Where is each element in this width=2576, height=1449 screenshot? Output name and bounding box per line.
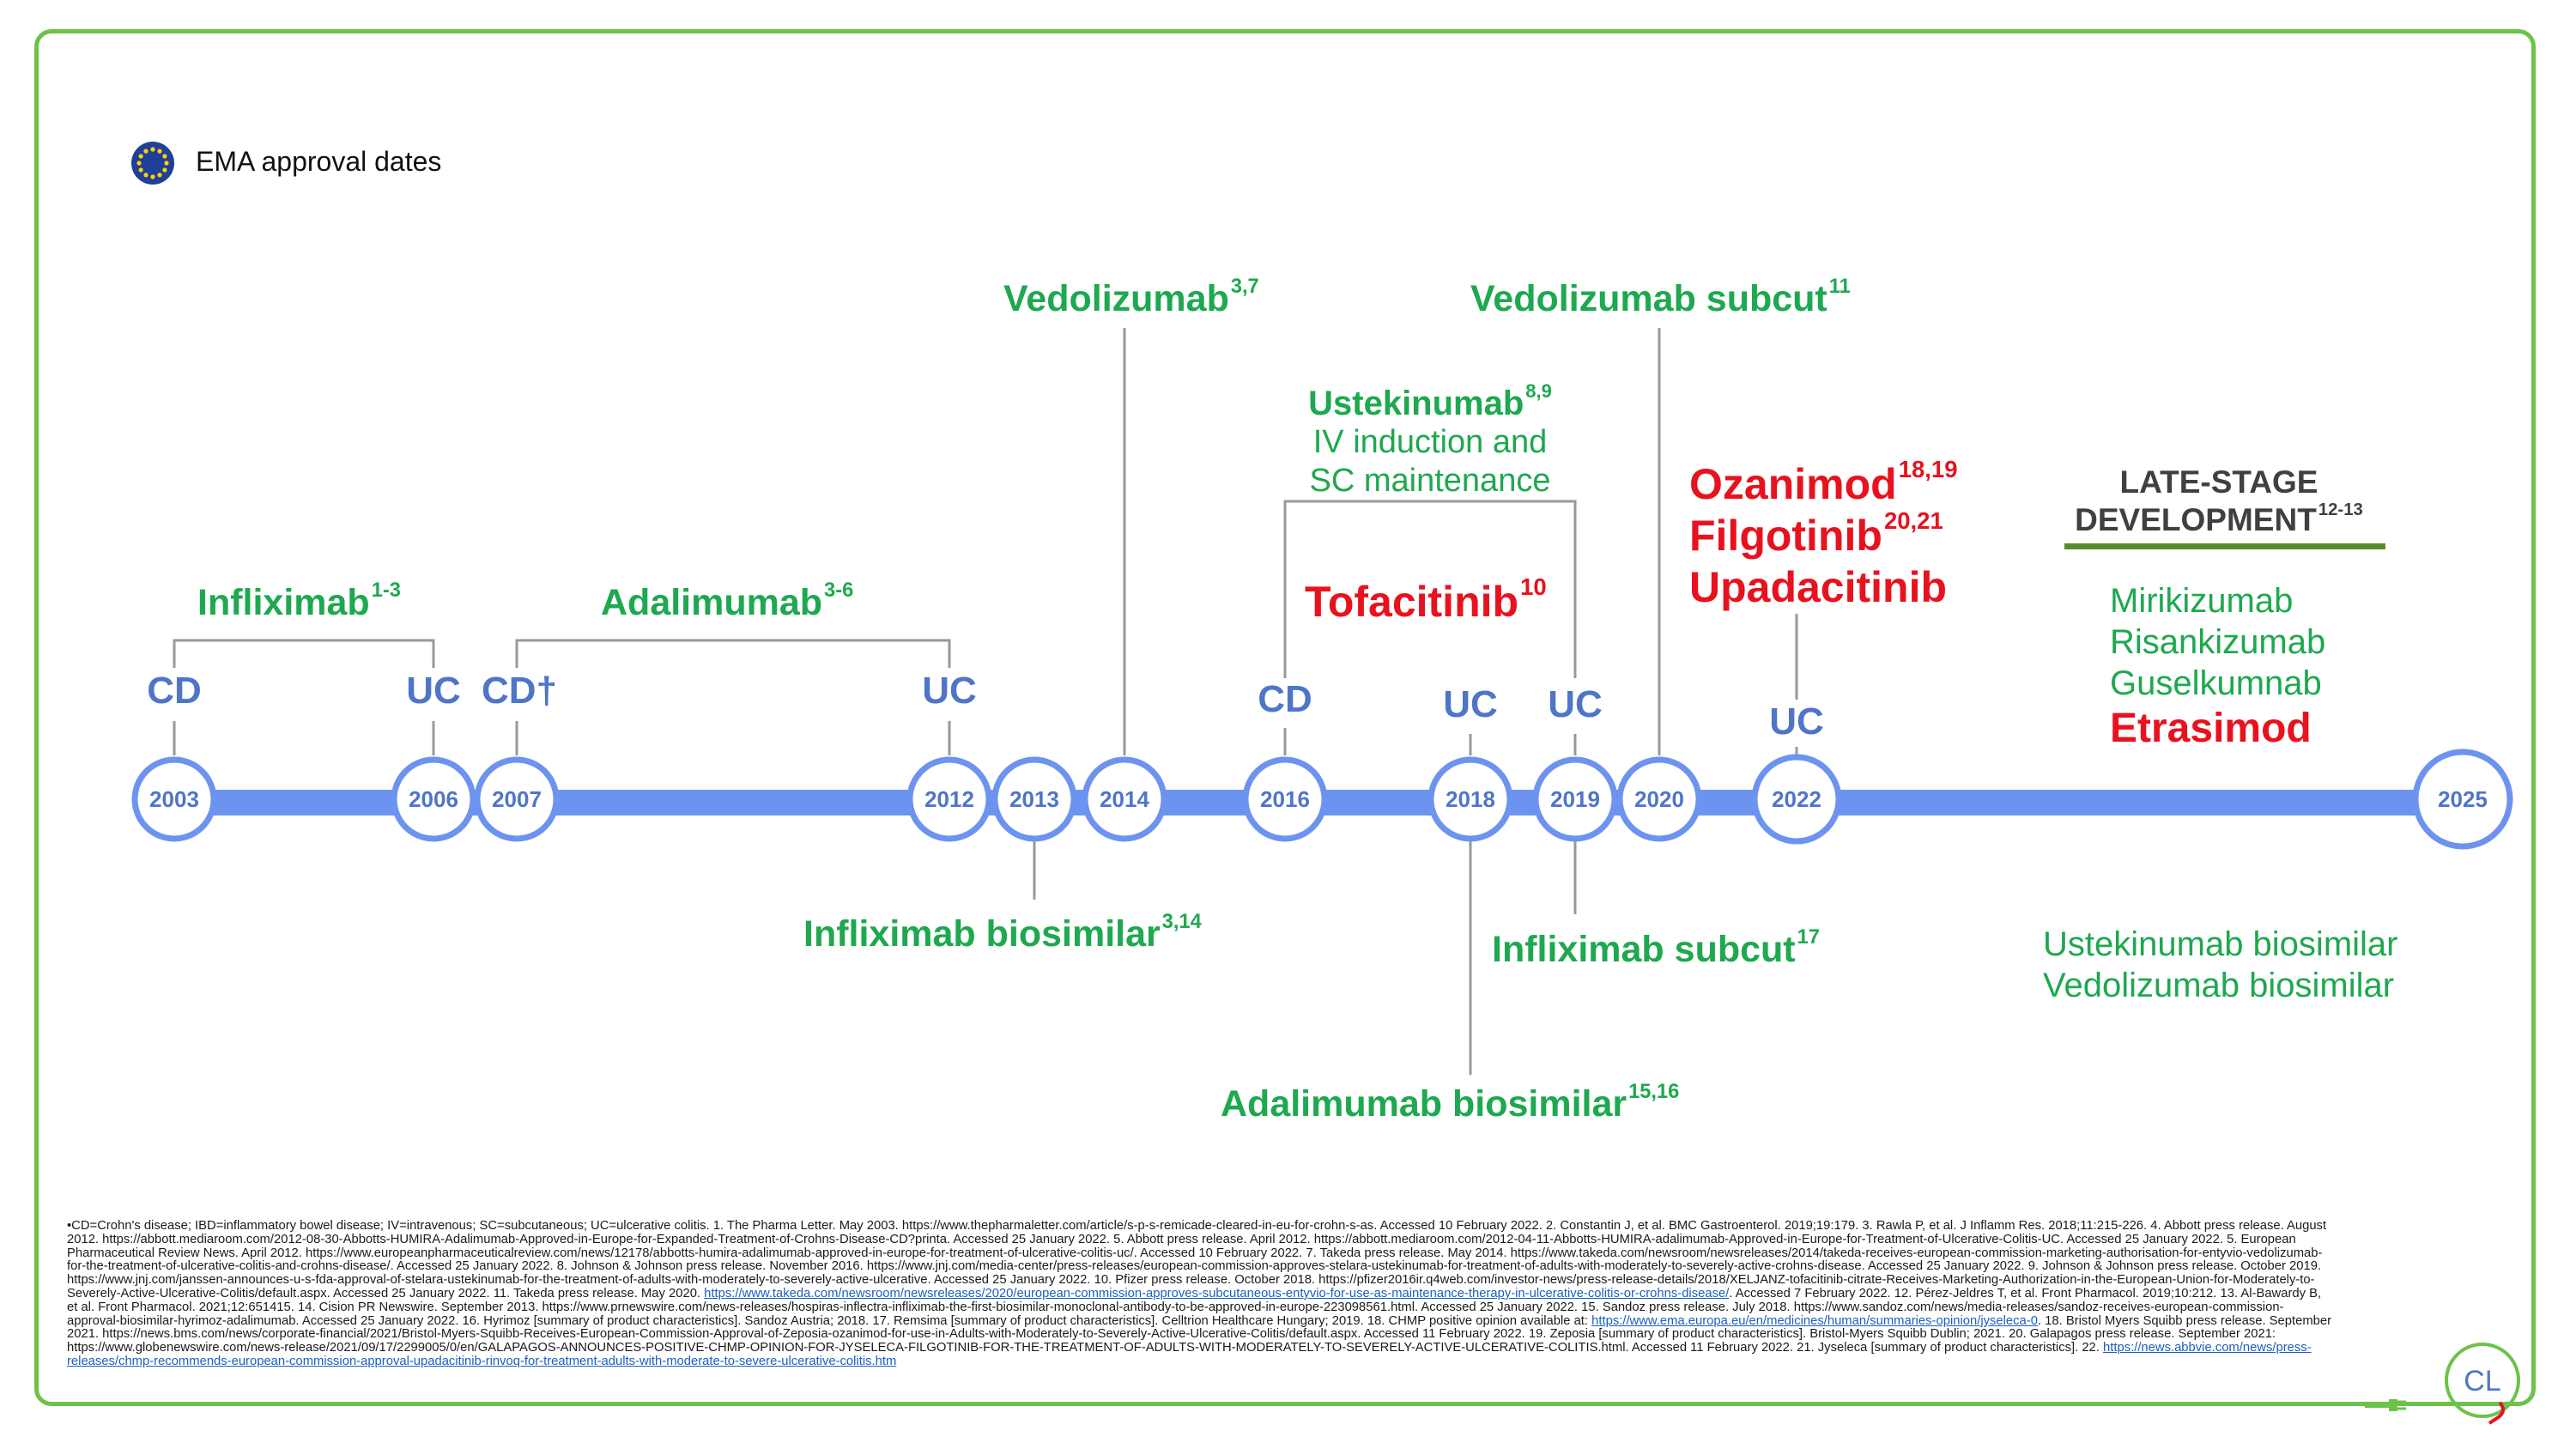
cl-logo-icon: CL (2445, 1343, 2520, 1425)
references: •CD=Crohn's disease; IBD=inflammatory bo… (67, 1219, 2332, 1368)
reference-link[interactable]: https://news.abbvie.com/news/press-relea… (67, 1341, 2312, 1368)
year-circle (131, 756, 217, 842)
late-stage-list: Mirikizumab Risankizumab Guselkumnab Etr… (2110, 580, 2325, 754)
year-circle (2412, 749, 2513, 850)
year-label: 2012 (924, 786, 974, 812)
year-circle (391, 756, 476, 842)
indication-2019-uc: UC (1548, 683, 1603, 725)
year-label: 2006 (409, 786, 458, 812)
year-label: 2018 (1446, 786, 1495, 812)
year-circle (1532, 756, 1618, 842)
biosimilar-item: Ustekinumab biosimilar (2043, 925, 2398, 963)
connector-lines (173, 328, 1798, 1075)
indication-2012-uc: UC (922, 670, 977, 712)
year-label: 2019 (1550, 786, 1600, 812)
late-stage-item: Risankizumab (2110, 623, 2326, 661)
year-circle (1242, 756, 1328, 842)
label-adalimumab-biosimilar: Adalimumab biosimilar15,16 (1221, 1080, 1680, 1125)
late-stage-item: Etrasimod (2110, 706, 2312, 751)
year-label: 2003 (149, 786, 199, 812)
year-label: 2016 (1260, 786, 1310, 812)
plug-icon (2365, 1399, 2406, 1411)
year-circle (1616, 756, 1702, 842)
indication-2006-uc: UC (406, 670, 461, 712)
slide-frame (34, 29, 2536, 1406)
late-stage-biosimilars: Ustekinumab biosimilar Vedolizumab biosi… (2043, 924, 2397, 1006)
legend-label: EMA approval dates (196, 146, 442, 177)
biosimilar-item: Vedolizumab biosimilar (2043, 967, 2395, 1004)
label-infliximab-biosimilar: Infliximab biosimilar3,14 (803, 910, 1202, 955)
indication-2022-uc: UC (1769, 700, 1824, 743)
reference-link[interactable]: https://www.ema.europa.eu/en/medicines/h… (1591, 1313, 2038, 1328)
label-tofacitinib: Tofacitinib10 (1305, 573, 1547, 626)
reference-link[interactable]: https://www.takeda.com/newsroom/newsrele… (704, 1286, 1730, 1300)
label-adalimumab: Adalimumab3-6 (601, 579, 854, 623)
indication-2018-uc: UC (1443, 683, 1498, 725)
year-circle (991, 756, 1077, 842)
label-infliximab-subcut: Infliximab subcut17 (1492, 925, 1820, 970)
year-circle (1751, 754, 1842, 845)
eu-flag-icon (131, 142, 174, 185)
indication-2003-cd: CD (147, 670, 202, 712)
indication-2016-cd: CD (1258, 678, 1312, 720)
late-stage-item: Mirikizumab (2110, 582, 2294, 620)
label-jak-s1p-group: Ozanimod18,19 Filgotinib20,21 Upadacitin… (1689, 456, 1958, 611)
year-label: 2020 (1634, 786, 1684, 812)
year-circle (474, 756, 560, 842)
year-circle (1427, 756, 1513, 842)
year-circle (1082, 756, 1167, 842)
year-label: 2013 (1009, 786, 1059, 812)
late-stage-item: Guselkumnab (2110, 664, 2322, 702)
year-label: 2025 (2438, 786, 2488, 812)
year-circle (906, 756, 992, 842)
indication-2007-cd: CD† (481, 670, 558, 712)
label-infliximab: Infliximab1-3 (197, 579, 401, 623)
year-label: 2022 (1772, 786, 1821, 812)
logo-text: CL (2464, 1365, 2500, 1397)
late-stage-underline (2064, 543, 2385, 549)
late-stage-title: LATE-STAGE DEVELOPMENT12-13 (2075, 464, 2363, 537)
label-ustekinumab: Ustekinumab8,9 IV induction and SC maint… (1308, 380, 1552, 499)
label-vedolizumab-subcut: Vedolizumab subcut11 (1470, 275, 1851, 319)
year-label: 2007 (492, 786, 542, 812)
label-vedolizumab: Vedolizumab3,7 (1003, 275, 1259, 319)
year-label: 2014 (1100, 786, 1149, 812)
